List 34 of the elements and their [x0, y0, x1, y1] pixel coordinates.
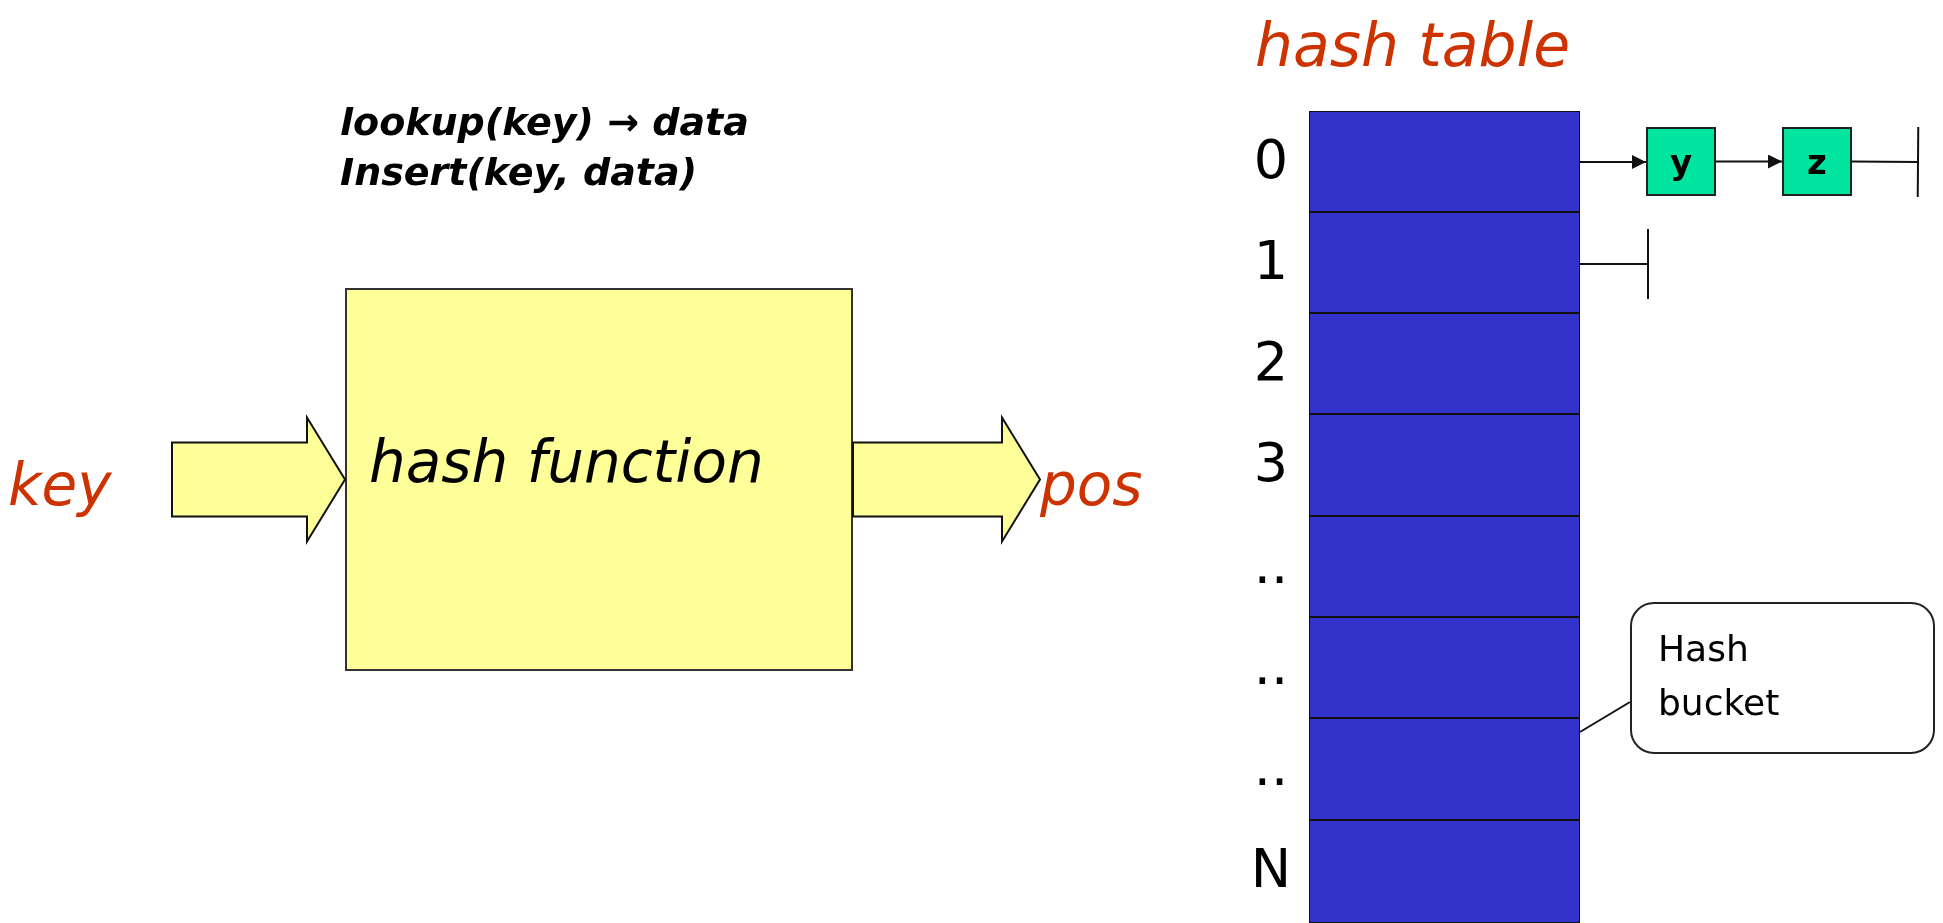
- function-name: hash function: [369, 428, 764, 496]
- bucket-cell: [1309, 617, 1580, 718]
- table-heading: hash table: [1255, 10, 1571, 80]
- list-element-box: z: [1782, 127, 1852, 196]
- block-arrow: [171, 413, 347, 546]
- bucket-index: 2: [1252, 331, 1290, 393]
- null-terminator-line: [1579, 228, 1649, 300]
- bucket-cell: [1309, 111, 1580, 212]
- bucket-cell: [1309, 718, 1580, 820]
- bucket-index: ..: [1252, 635, 1290, 697]
- callout-bubble: [1630, 602, 1935, 754]
- null-terminator-line: [1851, 126, 1920, 198]
- output-text: pos: [1040, 440, 1190, 530]
- operation-signature: Insert(key, data): [340, 150, 698, 194]
- bucket-cell: [1309, 313, 1580, 414]
- bucket-index: 1: [1252, 230, 1290, 292]
- bucket-index: ..: [1252, 736, 1290, 798]
- bucket-cell: [1309, 820, 1580, 923]
- callout-text: Hash bucket: [1658, 627, 1781, 725]
- pointer-arrow: [1579, 155, 1647, 169]
- function-box: [345, 288, 853, 671]
- bucket-cell: [1309, 516, 1580, 617]
- block-arrow: [852, 413, 1042, 546]
- bucket-cell: [1309, 212, 1580, 313]
- list-element-box: y: [1646, 127, 1716, 196]
- bucket-index: ..: [1252, 534, 1290, 596]
- bucket-index: 0: [1252, 129, 1290, 191]
- operation-signature: lookup(key) → data: [340, 100, 749, 144]
- bucket-index: 3: [1252, 432, 1290, 494]
- pointer-arrow: [1715, 154, 1783, 169]
- leader-line: [1579, 701, 1631, 733]
- bucket-cell: [1309, 414, 1580, 516]
- key-text: key: [8, 440, 172, 530]
- bucket-index: N: [1249, 838, 1293, 900]
